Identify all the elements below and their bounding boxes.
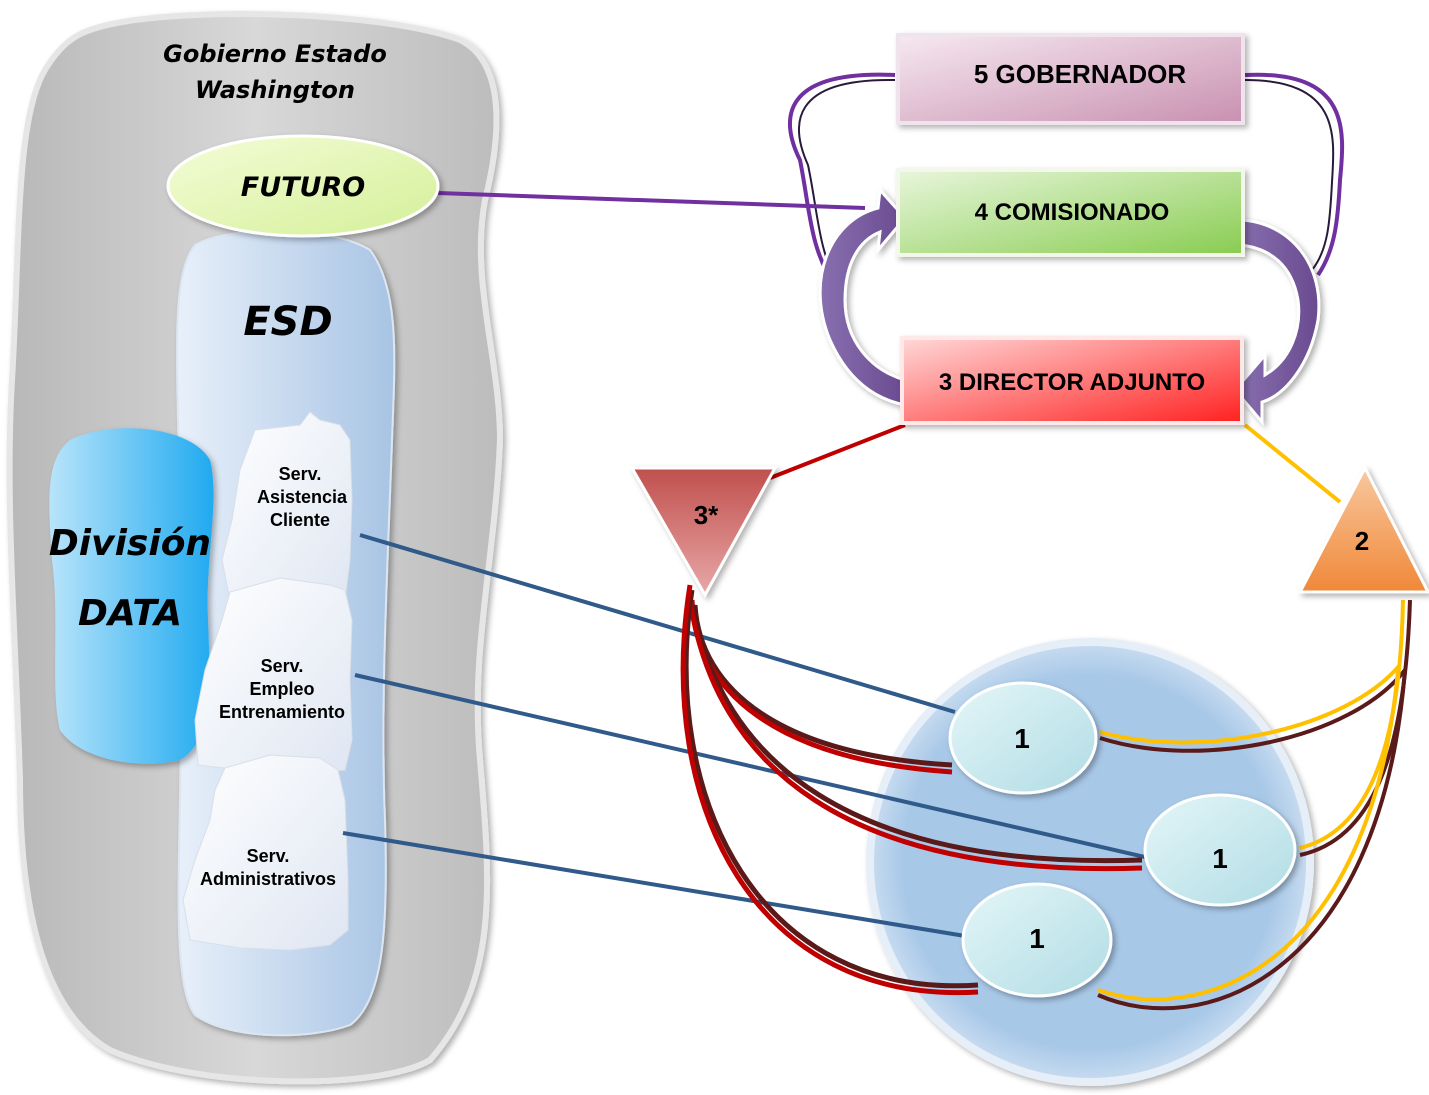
service-line-2 bbox=[354, 673, 1146, 859]
unit-ellipse-1: 1 bbox=[948, 681, 1098, 795]
up-triangle-label: 2 bbox=[1355, 526, 1369, 556]
division-label-line2: DATA bbox=[78, 593, 182, 634]
service-shape-3 bbox=[182, 754, 349, 951]
governor-label: 5 GOBERNADOR bbox=[974, 59, 1187, 89]
service-1-line2: Asistencia bbox=[257, 487, 348, 507]
unit-label: 1 bbox=[1029, 923, 1045, 954]
commissioner-label: 4 COMISIONADO bbox=[975, 199, 1170, 226]
service-line-1 bbox=[359, 533, 956, 714]
commissioner-box: 4 COMISIONADO bbox=[896, 168, 1245, 257]
service-2-line3: Entrenamiento bbox=[219, 702, 345, 722]
yellow-curve-1b bbox=[1099, 663, 1402, 745]
service-3-line2: Administrativos bbox=[200, 869, 336, 889]
government-title-line2: Washington bbox=[195, 76, 355, 104]
unit-ellipse-3: 1 bbox=[961, 882, 1113, 998]
loop-right-dark bbox=[1244, 79, 1335, 271]
circular-arrow-left bbox=[818, 186, 907, 407]
director-to-3star-line bbox=[769, 423, 906, 480]
service-1-line1: Serv. bbox=[279, 464, 322, 484]
unit-label: 1 bbox=[1014, 723, 1030, 754]
division-label-line1: División bbox=[49, 523, 211, 564]
red-curve-3b bbox=[680, 584, 979, 996]
service-shape-1 bbox=[221, 411, 353, 609]
future-connector bbox=[437, 191, 866, 210]
service-1-line3: Cliente bbox=[270, 510, 330, 530]
director-label: 3 DIRECTOR ADJUNTO bbox=[939, 369, 1205, 396]
red-curve-3 bbox=[683, 589, 979, 989]
future-ellipse: FUTURO bbox=[166, 134, 440, 238]
red-curve-2 bbox=[690, 604, 1143, 864]
service-shape-2 bbox=[194, 577, 353, 776]
unit-label: 1 bbox=[1212, 843, 1228, 874]
unit-ellipse-2: 1 bbox=[1143, 793, 1297, 907]
up-triangle: 2 bbox=[1297, 464, 1429, 594]
service-employment-training: Serv. Empleo Entrenamiento bbox=[219, 656, 345, 722]
service-2-line2: Empleo bbox=[249, 679, 314, 699]
government-title-line1: Gobierno Estado bbox=[163, 40, 387, 68]
down-triangle-label: 3* bbox=[694, 500, 719, 530]
circular-arrow-right bbox=[1233, 218, 1321, 427]
yellow-curve-2b bbox=[1299, 599, 1405, 850]
service-2-line1: Serv. bbox=[261, 656, 304, 676]
down-triangle: 3* bbox=[629, 466, 778, 599]
yellow-curve-1 bbox=[1099, 668, 1407, 753]
future-label: FUTURO bbox=[241, 172, 365, 203]
loop-left-dark bbox=[798, 78, 896, 289]
service-3-line1: Serv. bbox=[247, 846, 290, 866]
director-box: 3 DIRECTOR ADJUNTO bbox=[900, 336, 1244, 425]
service-customer-assistance: Serv. Asistencia Cliente bbox=[257, 464, 348, 530]
service-administrative: Serv. Administrativos bbox=[200, 846, 336, 889]
director-to-2-line bbox=[1243, 423, 1342, 504]
red-curve-2b bbox=[687, 599, 1143, 872]
yellow-curve-3 bbox=[1097, 669, 1407, 1011]
yellow-curve-3b bbox=[1097, 669, 1400, 1002]
service-line-3 bbox=[342, 831, 966, 938]
esd-label: ESD bbox=[243, 299, 332, 345]
division-data-blob bbox=[49, 428, 214, 764]
loop-left bbox=[788, 72, 896, 287]
loop-right bbox=[1244, 72, 1345, 277]
governor-box: 5 GOBERNADOR bbox=[896, 33, 1245, 125]
